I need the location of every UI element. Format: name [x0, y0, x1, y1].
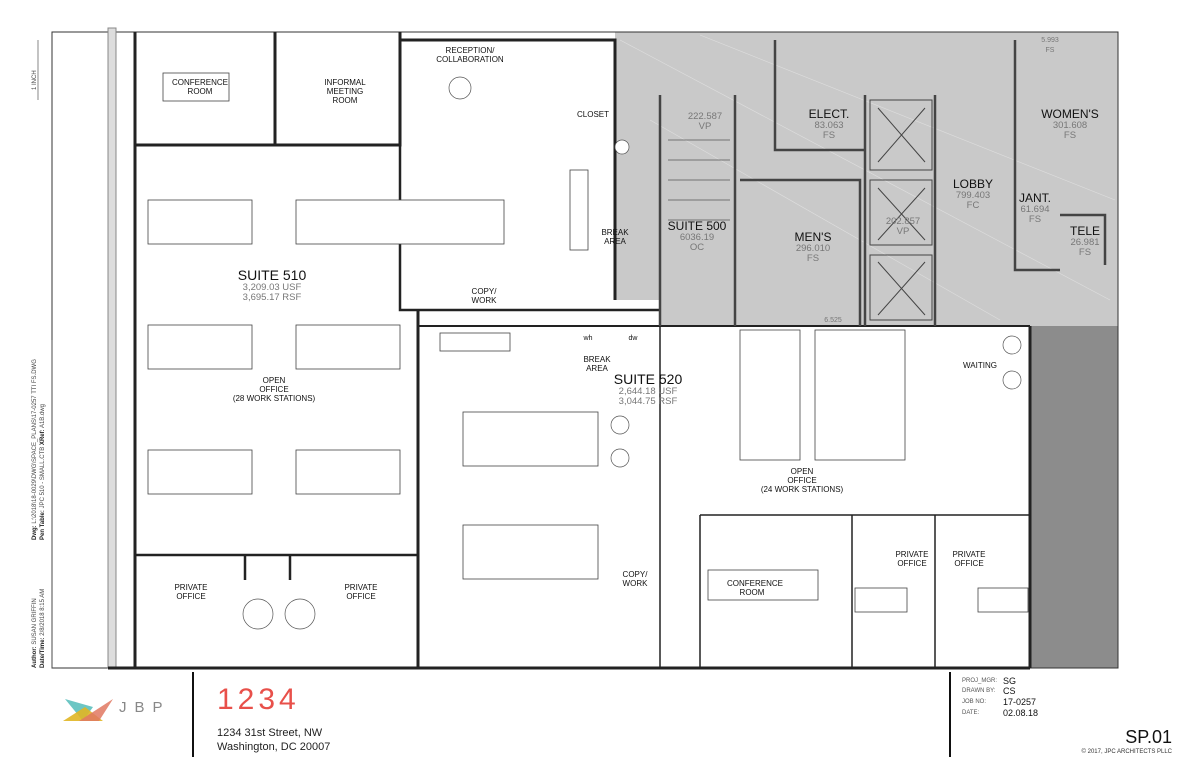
- date-value: 02.08.18: [1003, 708, 1039, 718]
- drawn-by-value: CS: [1003, 686, 1016, 696]
- sheet-author: Author: SUSAN GRIFFIN: [32, 598, 38, 668]
- adjacent-tenant-shading: [1030, 326, 1118, 668]
- room-private-office-2: PRIVATE OFFICE: [344, 583, 378, 601]
- sheet-number: SP.01: [1125, 727, 1172, 747]
- room-private-office-3: PRIVATE OFFICE: [895, 550, 929, 568]
- copyright: © 2017, JPC ARCHITECTS PLLC: [1081, 749, 1172, 755]
- sheet-pen-table: Pen Table: JPC 510 - SMALL.CTB XRef: A1B…: [40, 404, 46, 540]
- appliance-wh: wh: [583, 335, 593, 342]
- room-conference-520: CONFERENCE ROOM: [727, 579, 784, 597]
- proj-mgr-value: SG: [1003, 676, 1017, 686]
- room-waiting: WAITING: [963, 361, 997, 370]
- shaft-area: 6.525: [824, 317, 842, 324]
- open-office-510: OPEN OFFICE(28 WORK STATIONS): [232, 376, 316, 403]
- sheet-datetime: Date/Time: 2/8/2018 8:15 AM: [40, 588, 46, 668]
- open-office-520: OPEN OFFICE(24 WORK STATIONS): [760, 467, 844, 494]
- proj-mgr-label: PROJ_MGR:: [962, 678, 998, 684]
- drawn-by-label: DRAWN BY:: [962, 688, 996, 694]
- project-number: 1234: [217, 683, 300, 716]
- room-closet: CLOSET: [576, 110, 610, 119]
- job-no-value: 17-0257: [1003, 697, 1037, 707]
- job-no-label: JOB NO:: [962, 699, 987, 705]
- jbp-logo-text: JBP: [119, 699, 171, 716]
- room-reception: RECEPTION/ COLLABORATION: [436, 46, 504, 64]
- sheet-dwg: Dwg: L:\2018\18-0029\DWG\SPACE_PLANS\17-…: [32, 359, 38, 540]
- room-informal-meeting: INFORMAL MEETING ROOM: [324, 78, 366, 105]
- room-private-office-1: PRIVATE OFFICE: [174, 583, 208, 601]
- room-copy-work-520: COPY/ WORK: [622, 570, 648, 588]
- jbp-logo: JBP: [63, 697, 163, 726]
- date-label: DATE:: [962, 710, 980, 716]
- appliance-dw: dw: [628, 335, 638, 342]
- jbp-logo-mark: [63, 699, 113, 721]
- room-break-area-520: BREAK AREA: [583, 355, 611, 373]
- room-conference-510: CONFERENCE ROOM: [171, 78, 228, 96]
- scale-bar-label: 1 INCH: [32, 70, 38, 90]
- room-break-area-510: BREAK AREA: [601, 228, 629, 246]
- room-private-office-4: PRIVATE OFFICE: [952, 550, 986, 568]
- building-core-shading: [615, 32, 1118, 326]
- room-copy-work-510: COPY/ WORK: [471, 287, 497, 305]
